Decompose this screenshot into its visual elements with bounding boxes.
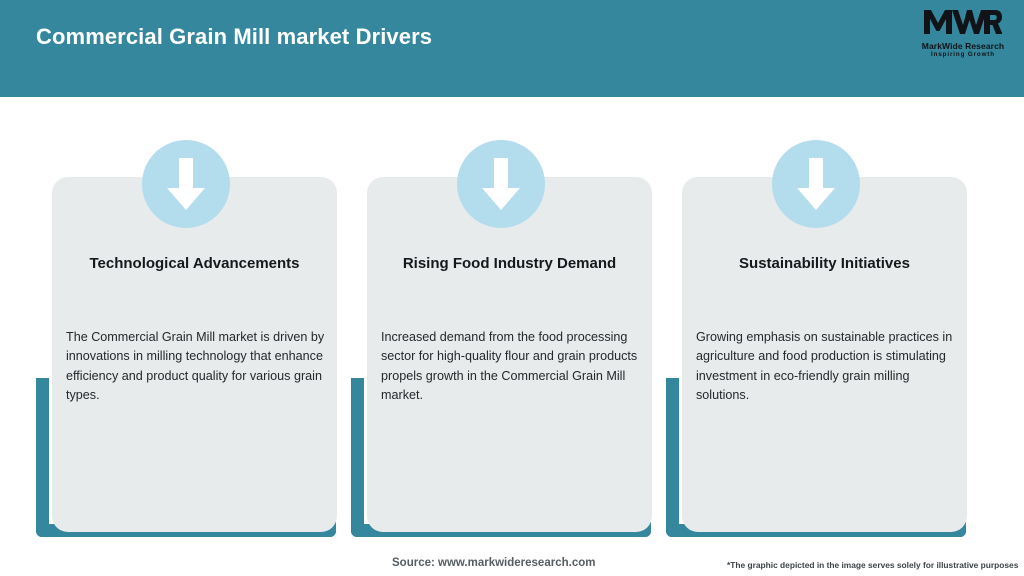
logo-company-name: MarkWide Research <box>921 41 1005 51</box>
down-arrow-badge <box>142 140 230 228</box>
brand-logo: MarkWide Research Inspiring Growth <box>916 9 1010 59</box>
source-label: Source: www.markwideresearch.com <box>392 557 596 569</box>
mwr-monogram-icon <box>924 9 1003 40</box>
logo-tagline: Inspiring Growth <box>931 51 995 58</box>
down-arrow-icon <box>795 156 837 212</box>
down-arrow-badge <box>772 140 860 228</box>
card-body-text: Growing emphasis on sustainable practice… <box>696 330 953 403</box>
card-panel: Rising Food Industry Demand Increased de… <box>367 177 652 532</box>
driver-card-3: Sustainability Initiatives Growing empha… <box>666 97 967 537</box>
down-arrow-icon <box>480 156 522 212</box>
card-title: Technological Advancements <box>89 255 300 272</box>
driver-card-1: Technological Advancements The Commercia… <box>36 97 337 537</box>
page-title: Commercial Grain Mill market Drivers <box>36 24 433 49</box>
down-arrow-badge <box>457 140 545 228</box>
disclaimer-label: *The graphic depicted in the image serve… <box>727 560 1019 570</box>
driver-card-2: Rising Food Industry Demand Increased de… <box>351 97 652 537</box>
driver-cards-container: Technological Advancements The Commercia… <box>0 97 1024 537</box>
card-title: Sustainability Initiatives <box>739 255 910 272</box>
header-bar <box>0 0 1024 97</box>
card-panel: Technological Advancements The Commercia… <box>52 177 337 532</box>
card-body-text: Increased demand from the food processin… <box>381 330 638 403</box>
down-arrow-icon <box>165 156 207 212</box>
card-body-text: The Commercial Grain Mill market is driv… <box>66 330 325 403</box>
card-panel: Sustainability Initiatives Growing empha… <box>682 177 967 532</box>
card-title: Rising Food Industry Demand <box>402 255 617 272</box>
